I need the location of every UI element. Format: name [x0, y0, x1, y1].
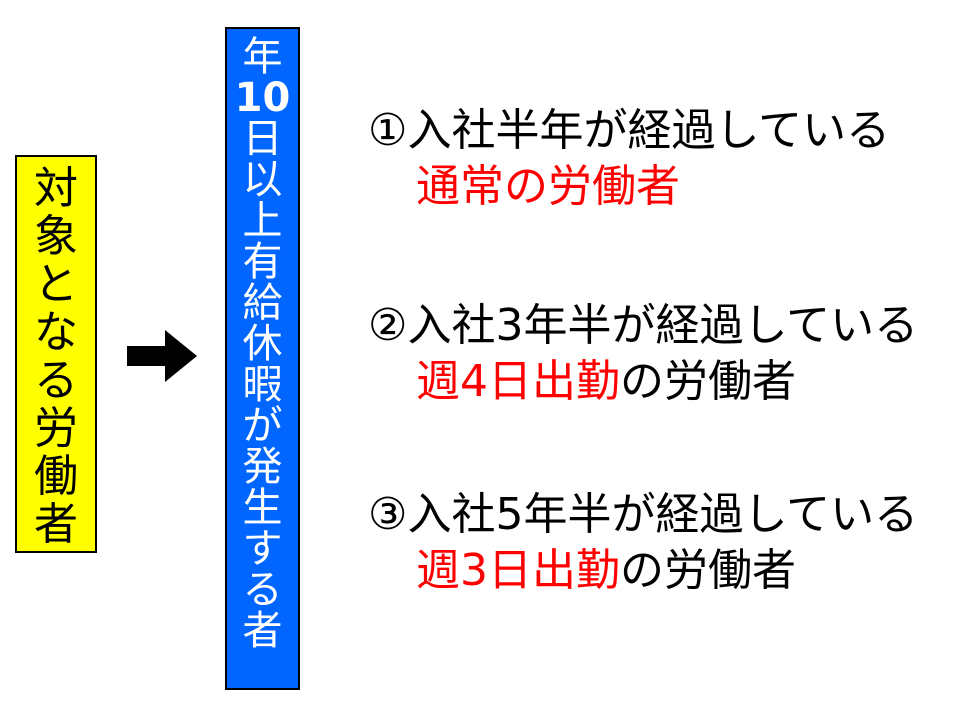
- condition-3-title: ③入社5年半が経過している: [368, 489, 919, 540]
- leave-char: る: [242, 567, 283, 613]
- target-char: な: [34, 307, 78, 358]
- condition-3-highlight: 週3日出勤: [416, 545, 620, 596]
- target-char: 働: [34, 451, 78, 502]
- target-char: 象: [34, 211, 78, 262]
- target-char: る: [34, 355, 78, 406]
- leave-char: 年: [242, 34, 283, 80]
- leave-char: す: [242, 526, 283, 572]
- condition-2-title: ②入社3年半が経過している: [368, 300, 919, 351]
- condition-3-target: 週3日出勤の労働者: [368, 543, 968, 599]
- leave-char: が: [242, 403, 283, 449]
- leave-char: 発: [242, 444, 283, 490]
- condition-1-target: 通常の労働者: [368, 159, 968, 215]
- condition-2-suffix: の労働者: [620, 356, 796, 407]
- leave-char: 休: [242, 321, 283, 367]
- leave-char: 上: [242, 198, 283, 244]
- target-char: 者: [34, 499, 78, 550]
- leave-char: 以: [242, 157, 283, 203]
- leave-char: 有: [242, 239, 283, 285]
- leave-char: 10: [234, 75, 291, 121]
- condition-1-title: ①入社半年が経過している: [368, 105, 891, 156]
- condition-item-3: ③入社5年半が経過している 週3日出勤の労働者: [368, 487, 968, 599]
- leave-char: 日: [242, 116, 283, 162]
- condition-item-2: ②入社3年半が経過している 週4日出勤の労働者: [368, 298, 968, 410]
- target-char: 対: [34, 163, 78, 214]
- leave-char: 生: [242, 485, 283, 531]
- condition-3-suffix: の労働者: [620, 545, 796, 596]
- target-workers-box: 対象となる労働者: [15, 155, 97, 553]
- target-char: と: [34, 259, 78, 310]
- right-arrow-icon: [127, 330, 197, 382]
- target-char: 労: [34, 403, 78, 454]
- leave-char: 暇: [242, 362, 283, 408]
- condition-2-highlight: 週4日出勤: [416, 356, 620, 407]
- leave-char: 者: [242, 608, 283, 654]
- condition-1-highlight: 通常の労働者: [416, 161, 680, 212]
- condition-item-1: ①入社半年が経過している 通常の労働者: [368, 103, 968, 215]
- condition-2-target: 週4日出勤の労働者: [368, 354, 968, 410]
- leave-char: 給: [242, 280, 283, 326]
